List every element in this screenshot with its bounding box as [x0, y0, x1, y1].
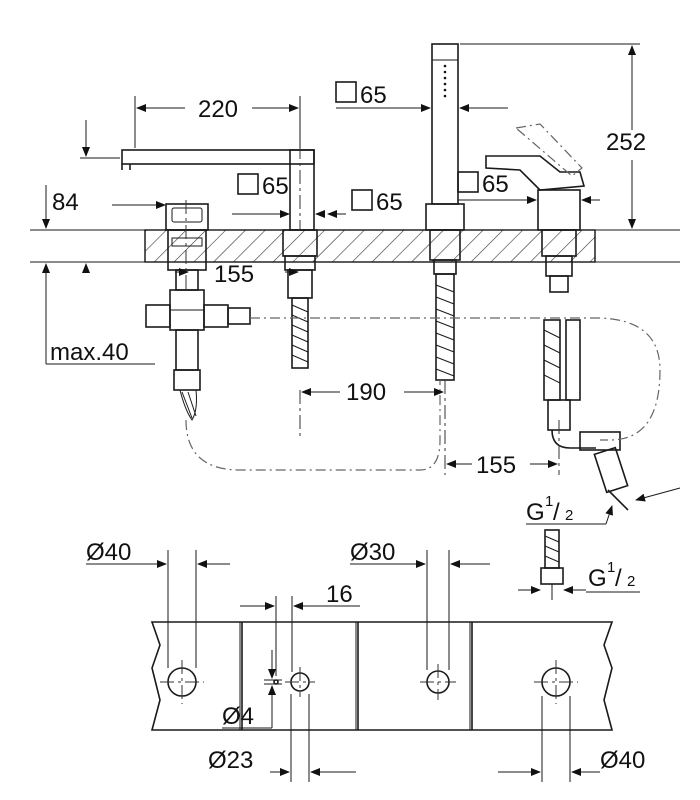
square-lever-label: 65	[482, 171, 509, 198]
dimension-252: 252	[460, 43, 646, 229]
handshower-height-label: 252	[606, 129, 646, 156]
dimension-190: 190	[301, 379, 444, 406]
dimension-square-65-center: 65	[327, 189, 403, 218]
spout-height-label: 84	[52, 189, 79, 216]
thread-den-2: 2	[627, 573, 635, 590]
pin-hole-label: Ø4	[222, 703, 254, 730]
thread-num-1: 1	[545, 493, 553, 510]
dimension-square-65-lever: 65	[457, 171, 600, 204]
hole-large-left-label: Ø40	[86, 539, 131, 566]
hole-30	[420, 664, 456, 700]
dimension-max40: max.40	[42, 263, 155, 366]
dimension-84: 84	[40, 120, 166, 273]
spacing-b-label: 190	[346, 379, 386, 406]
dimension-16: 16	[240, 581, 360, 676]
hose-fitting-detail: G 1 / 2	[518, 529, 640, 600]
dimension-square-65-spout: 65	[232, 173, 325, 218]
hole-40-right	[534, 660, 578, 704]
lever-mixer	[485, 123, 629, 511]
hose-routing	[185, 317, 661, 471]
hole-23	[285, 667, 315, 697]
spout-reach-label: 220	[198, 96, 238, 123]
shower-spray-dots	[443, 64, 447, 98]
square-spout-label: 65	[262, 173, 289, 200]
thread-slash-1: /	[553, 499, 560, 526]
thread-den-1: 2	[565, 507, 573, 524]
dimension-square-65-handshower: 65	[335, 81, 508, 150]
thread-slash-2: /	[615, 565, 622, 592]
dimension-hole-40-right: Ø40	[498, 696, 645, 782]
square-handshower-label: 65	[360, 82, 387, 109]
pin-hole-4	[273, 679, 279, 685]
hole-offset-label: 16	[326, 581, 353, 608]
drilling-template	[150, 621, 614, 731]
dimension-155-right: 155	[446, 452, 558, 479]
spout-valve-assembly	[145, 229, 251, 421]
dimension-hole-23: Ø23	[208, 694, 356, 782]
dimension-155-left: 155	[175, 261, 299, 288]
deck-section	[30, 229, 680, 263]
hole-large-right-label: Ø40	[600, 747, 645, 774]
hole-40-left	[160, 660, 204, 704]
spacing-a-label: 155	[214, 261, 254, 288]
hand-shower	[425, 43, 465, 381]
hose-connection-1-label: G	[526, 499, 545, 526]
dimension-220: 220	[134, 96, 301, 148]
hole-medium-label: Ø30	[350, 539, 395, 566]
hose-connection-2-label: G	[588, 565, 607, 592]
mount-thickness-label: max.40	[50, 339, 129, 366]
dimension-hole-30: Ø30	[350, 539, 490, 670]
hole-small-label: Ø23	[208, 747, 253, 774]
square-center-label: 65	[376, 189, 403, 216]
dimension-pin-4: Ø4	[222, 650, 282, 730]
thread-label-upper: G 1 / 2	[526, 487, 681, 526]
dimension-hole-40-left: Ø40	[86, 539, 230, 668]
thread-num-2: 1	[607, 559, 615, 576]
spacing-c-label: 155	[476, 452, 516, 479]
